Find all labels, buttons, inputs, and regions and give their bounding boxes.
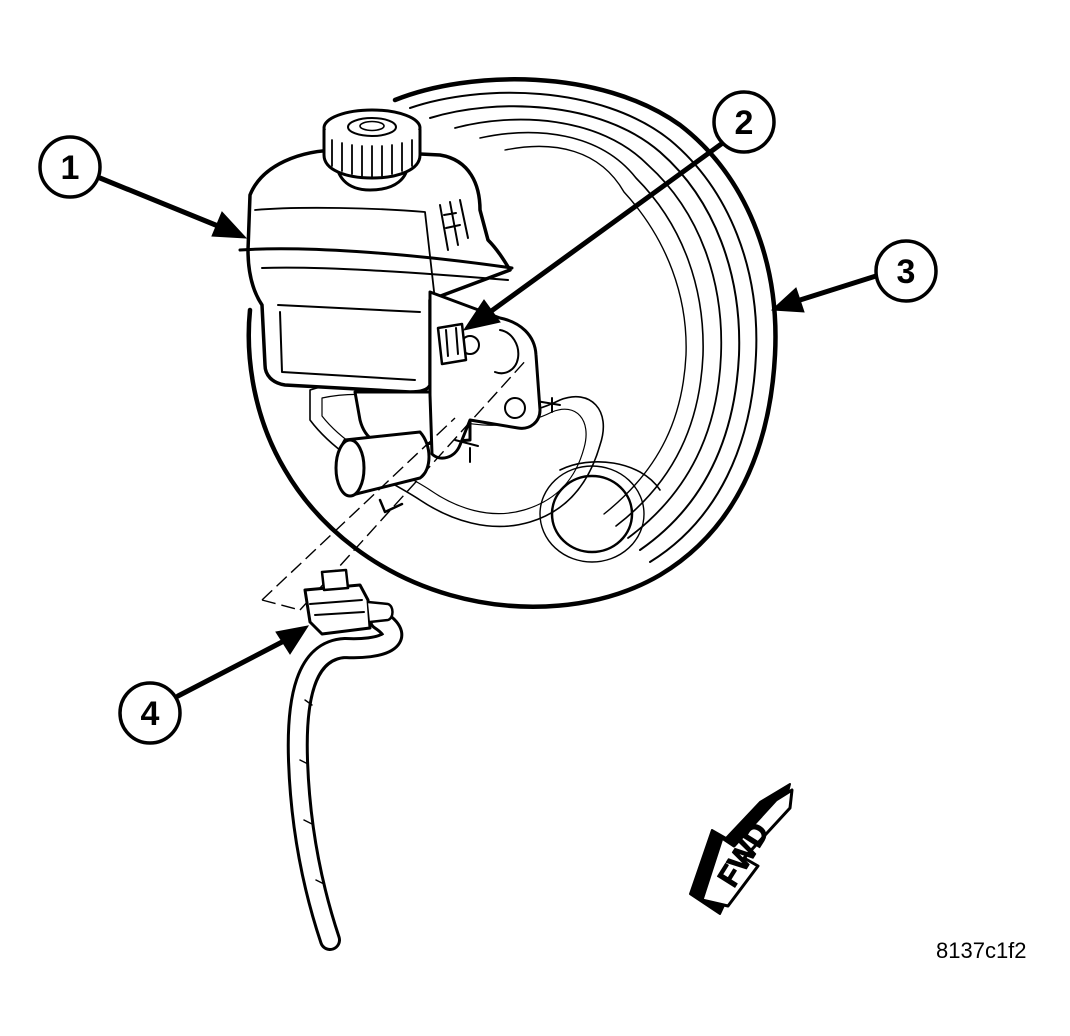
callout-3-circle [874, 239, 938, 303]
callout-3-leader [797, 273, 879, 303]
callout-2: 2 [712, 90, 776, 154]
master-cylinder-bore-end [334, 438, 366, 498]
callout-arrows [97, 139, 879, 699]
callout-1-leader [97, 175, 221, 229]
reservoir-seam-lower [261, 266, 509, 281]
booster-lower-boss-rim [539, 465, 645, 563]
callout-4-arrowhead [275, 625, 310, 655]
reservoir-seam [238, 247, 514, 270]
callout-2-circle [712, 90, 776, 154]
callout-2-leader [487, 139, 727, 315]
connector-latch [320, 568, 350, 592]
booster-lower-boss-tube [559, 461, 661, 491]
fwd-arrow-face [700, 788, 794, 908]
master-cylinder-assembly [238, 108, 542, 514]
reservoir-lower-panel [277, 304, 421, 381]
harness-wire-crease [299, 699, 325, 885]
booster-lower-boss [550, 474, 634, 554]
callout-1: 1 [38, 135, 102, 199]
fluid-level-sensor-tab [445, 327, 459, 357]
fluid-level-sensor [436, 322, 468, 366]
callout-4-leader [175, 639, 285, 699]
callout-1-circle [38, 135, 102, 199]
reservoir-cap-center-inner [359, 120, 385, 132]
callout-2-arrowhead [462, 299, 501, 331]
callout-3: 3 [874, 239, 938, 303]
callout-4-label: 4 [141, 695, 160, 733]
harness-connector [286, 568, 404, 951]
reservoir-molded-marking [439, 199, 469, 251]
brake-booster [246, 77, 778, 609]
callout-4: 4 [118, 681, 182, 745]
master-cylinder-outlet [378, 498, 404, 514]
callout-2-label: 2 [735, 104, 754, 142]
callout-1-label: 1 [61, 149, 80, 187]
reservoir-front-edge [254, 206, 436, 301]
reservoir-cap-center [347, 117, 397, 137]
connector-alignment-lines [261, 357, 529, 611]
callout-4-circle [118, 681, 182, 745]
booster-ring [504, 145, 687, 515]
connector-body [303, 583, 372, 636]
connector-face [309, 599, 365, 616]
figure-id: 8137c1f2 [936, 938, 1027, 963]
fwd-arrow-icon: FWD [689, 783, 794, 915]
callout-1-arrowhead [211, 211, 248, 239]
booster-ring [409, 91, 758, 563]
flange-boss [494, 329, 520, 375]
harness-wire-inner [289, 612, 401, 948]
booster-outer-shell [246, 77, 778, 609]
callout-3-label: 3 [897, 253, 916, 291]
callout-3-arrowhead [770, 287, 805, 313]
connector-tail [366, 600, 394, 624]
booster-ring [429, 105, 741, 551]
booster-ring [479, 131, 704, 527]
flange-bolt-hole [504, 397, 526, 419]
flange-nut [454, 439, 479, 463]
booster-ring [454, 118, 723, 539]
reservoir-cap-ridges [331, 139, 413, 178]
